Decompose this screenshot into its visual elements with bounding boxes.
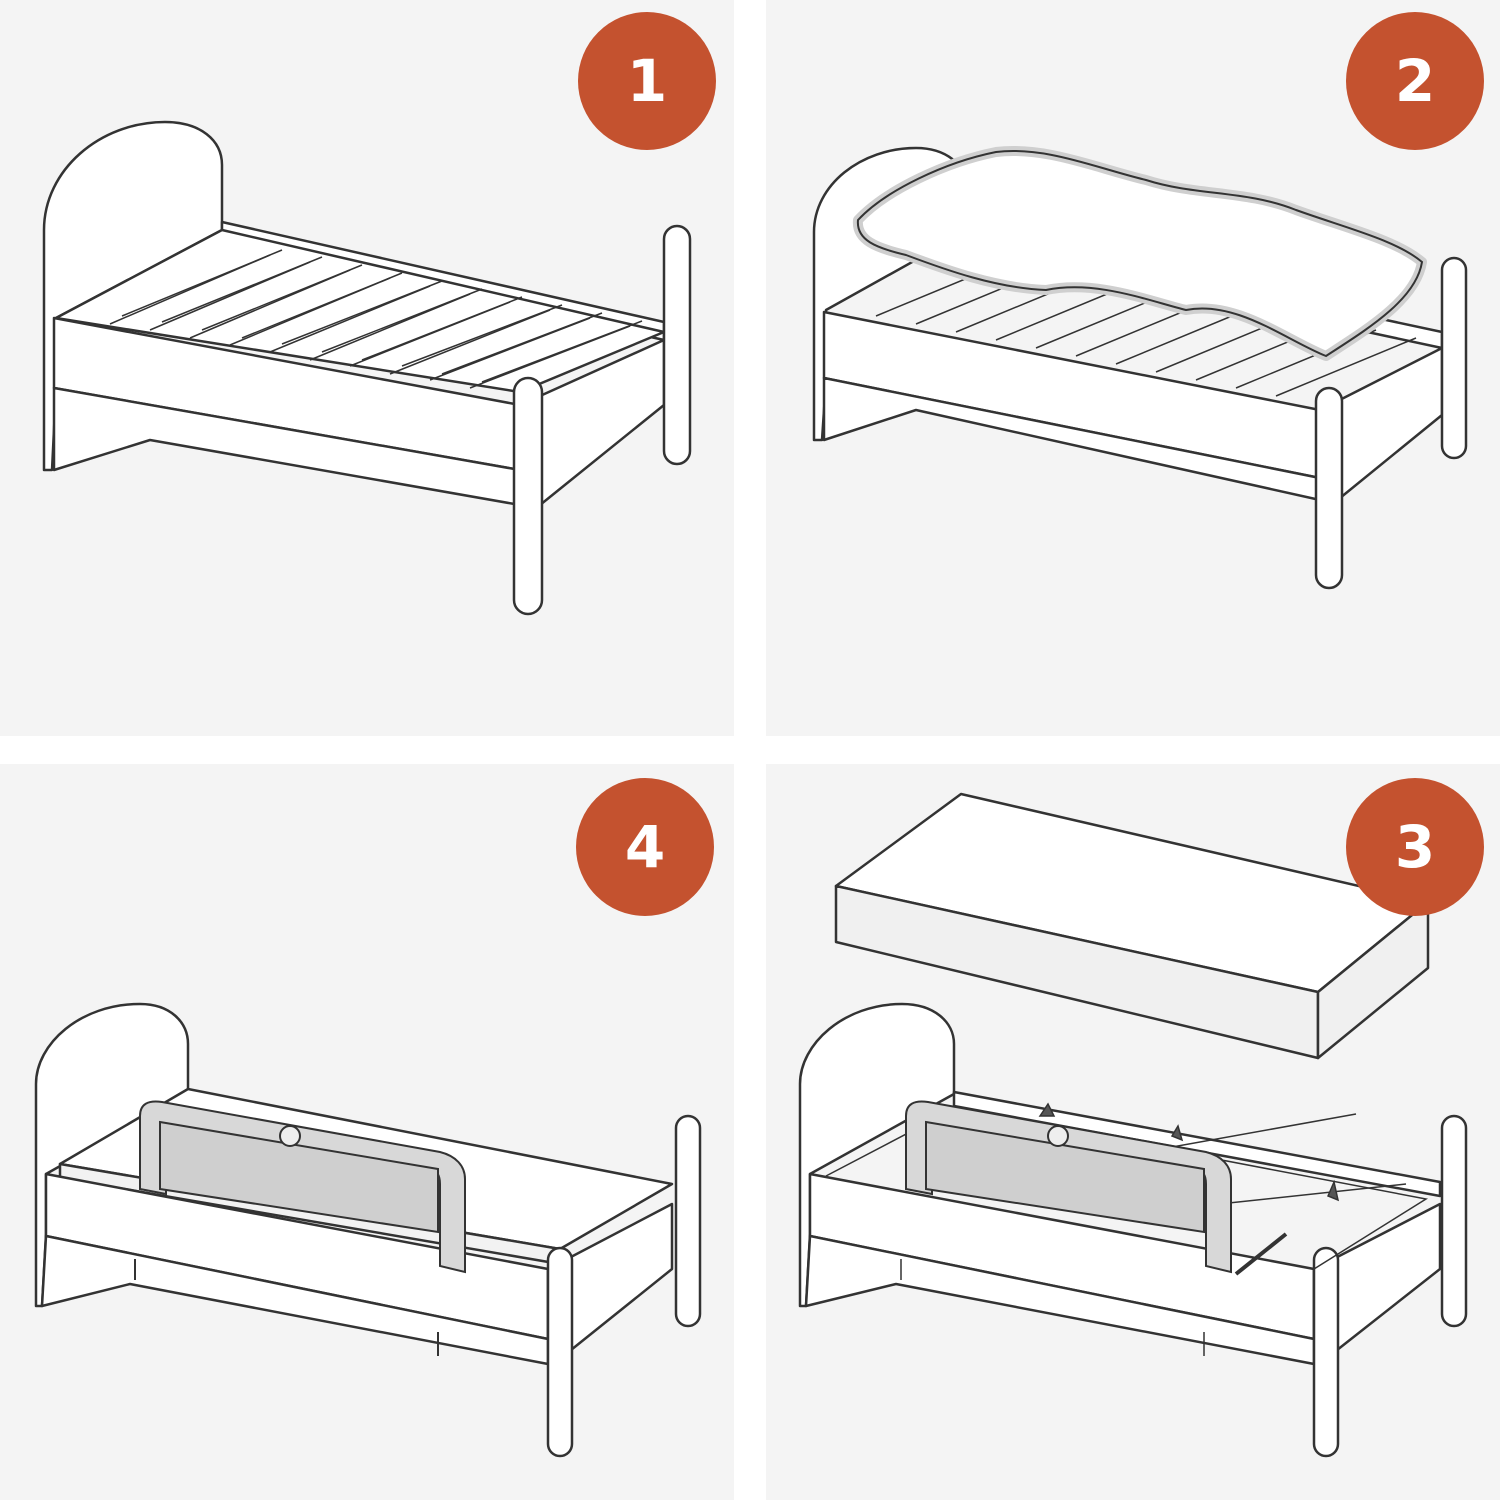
bed-frame-with-slats-icon (42, 120, 692, 616)
step-3-number: 3 (1394, 813, 1436, 881)
step-4-panel: 4 (0, 764, 734, 1500)
step-1-badge: 1 (578, 12, 716, 150)
step-1-panel: 1 (0, 0, 734, 736)
mattress-pad-on-slats-icon (812, 146, 1468, 590)
bed-with-mattress-and-rail-icon (34, 1002, 702, 1458)
step-2-number: 2 (1394, 47, 1436, 115)
step-1-number: 1 (626, 47, 668, 115)
step-2-panel: 2 (766, 0, 1500, 736)
step-4-badge: 4 (576, 778, 714, 916)
step-2-badge: 2 (1346, 12, 1484, 150)
step-4-number: 4 (624, 813, 666, 881)
step-3-panel: 3 (766, 764, 1500, 1500)
step-3-badge: 3 (1346, 778, 1484, 916)
bed-rail-install-with-mattress-icon (798, 792, 1468, 1458)
